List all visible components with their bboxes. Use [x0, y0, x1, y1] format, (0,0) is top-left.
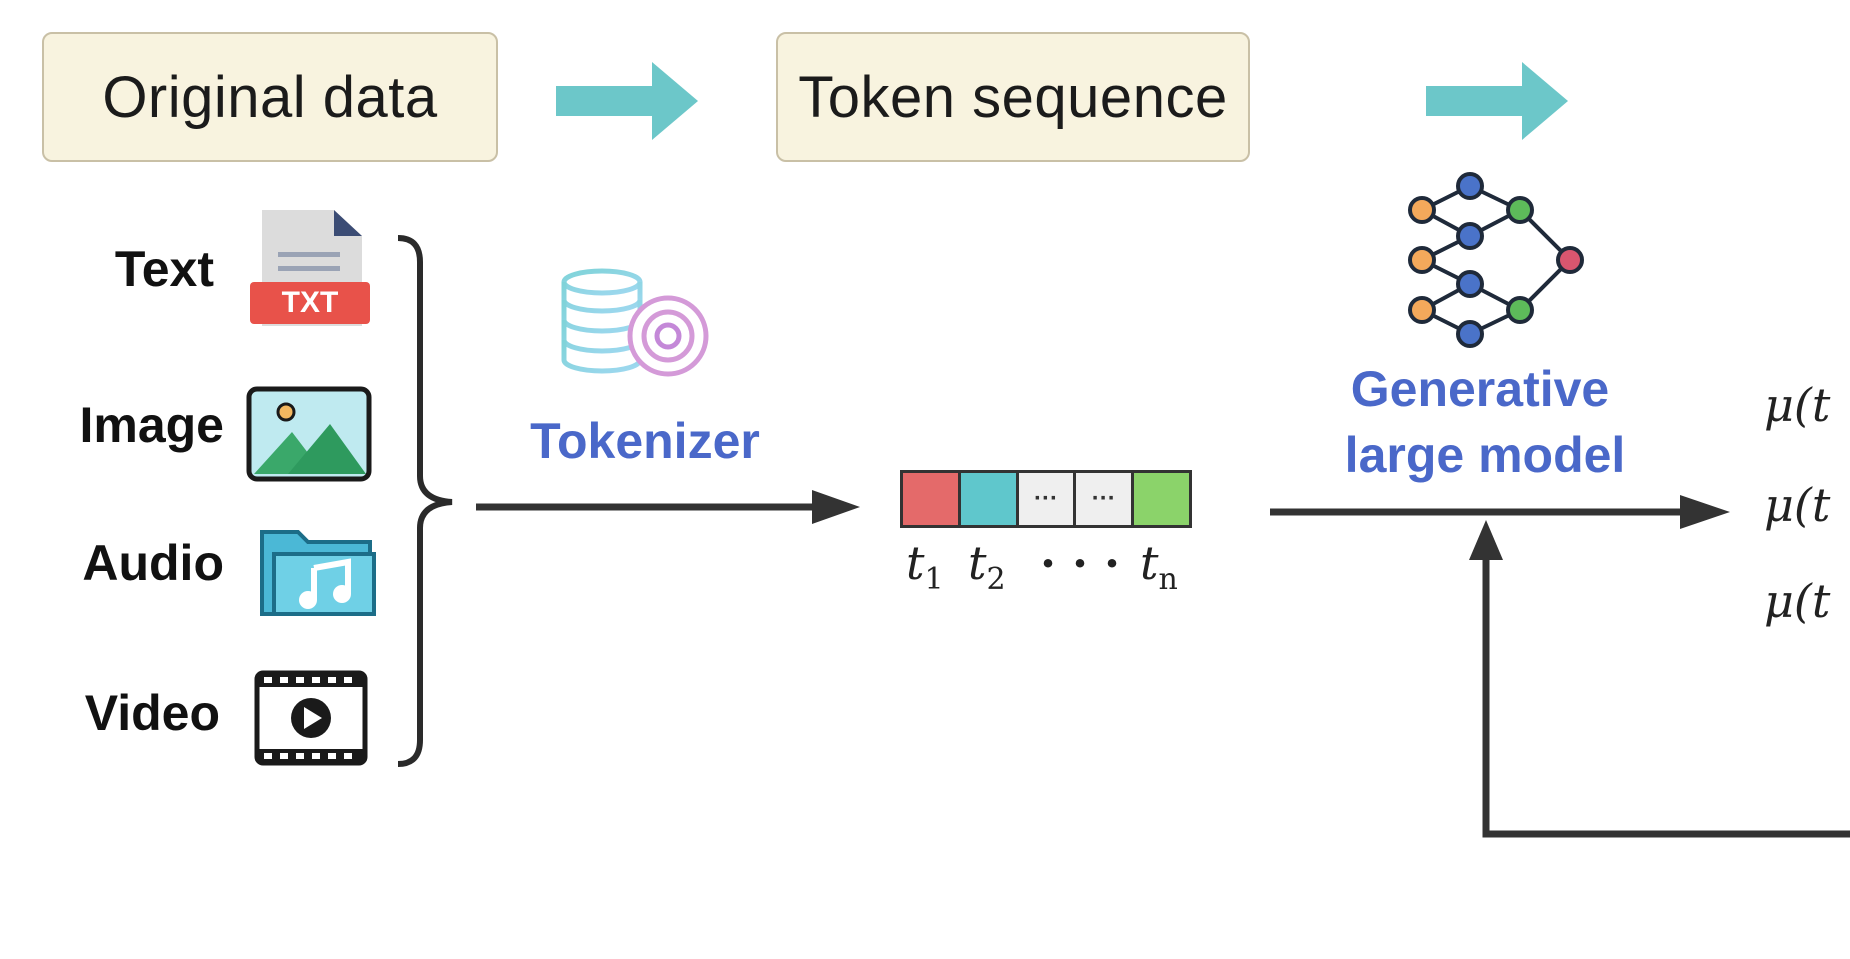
- token-coins-icon: [561, 268, 709, 377]
- output-label-2: μ(t: [1764, 478, 1831, 532]
- token-cell-3: ···: [1018, 473, 1077, 525]
- token-cell-ellipsis-2: ···: [1091, 485, 1116, 512]
- token-label-ellipsis: · · ·: [1040, 536, 1121, 590]
- teal-arrow-icon-1: [556, 62, 698, 140]
- stage-token-sequence: Token sequence: [776, 32, 1250, 162]
- token-label-t2: t2: [968, 536, 1006, 598]
- modality-label-text: Text: [114, 241, 214, 297]
- model-label-line2: large model: [1344, 427, 1626, 483]
- modality-label-image: Image: [79, 397, 224, 453]
- token-cell-ellipsis-1: ···: [1034, 485, 1058, 512]
- teal-arrow-icon-2: [1426, 62, 1568, 140]
- stage-original-data: Original data: [42, 32, 498, 162]
- stage-token-label: Token sequence: [798, 64, 1228, 130]
- token-cell-5: [1134, 473, 1189, 525]
- output-label-3: μ(t: [1764, 574, 1831, 628]
- txt-file-icon: TXT: [248, 206, 372, 330]
- modality-label-video: Video: [84, 685, 220, 741]
- token-sequence-bar: ··· ···: [900, 470, 1192, 528]
- token-label-t1: t1: [906, 536, 944, 598]
- stage-original-label: Original data: [102, 64, 438, 130]
- token-cell-1: [903, 473, 961, 525]
- audio-folder-icon: [260, 530, 376, 616]
- feedback-line: [1482, 552, 1850, 838]
- tokenize-arrow-head: [812, 490, 860, 524]
- model-label-line1: Generative: [1350, 361, 1610, 417]
- token-label-tn: tn: [1140, 536, 1178, 598]
- image-icon: [246, 386, 372, 482]
- modality-label-audio: Audio: [82, 535, 224, 591]
- video-icon: [254, 670, 368, 766]
- token-cell-4: ···: [1076, 473, 1135, 525]
- feedback-arrow-head: [1469, 520, 1503, 560]
- neural-network-icon: [1408, 172, 1584, 348]
- token-cell-2: [960, 473, 1019, 525]
- tokenizer-label: Tokenizer: [530, 413, 760, 469]
- output-label-1: μ(t: [1764, 378, 1831, 432]
- model-arrow-head: [1680, 495, 1730, 529]
- modality-brace: [397, 235, 453, 767]
- txt-badge-label: TXT: [281, 286, 339, 319]
